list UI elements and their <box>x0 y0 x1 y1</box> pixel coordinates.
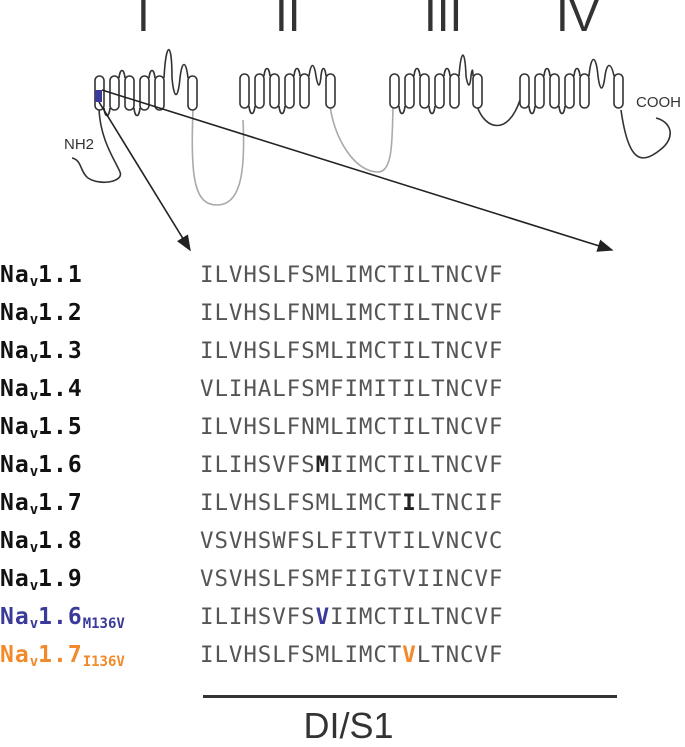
sequence: ILVHSLFNMLIMCTILTNCVF <box>200 414 504 440</box>
channel-name: Nav1.7I136V <box>0 642 125 670</box>
segment-bar <box>203 695 617 698</box>
alignment-row: Nav1.4 VLIHALFSMFIMITILTNCVF <box>0 376 685 416</box>
channel-name: Nav1.7 <box>0 490 83 518</box>
channel-name: Nav1.1 <box>0 262 83 290</box>
zoom-arrow-left <box>98 101 191 252</box>
sequence: ILVHSLFNMLIMCTILTNCVF <box>200 300 504 326</box>
c-terminus-label: COOH <box>636 94 681 111</box>
channel-name: Nav1.4 <box>0 376 83 404</box>
channel-name: Nav1.8 <box>0 528 83 556</box>
alignment-row-variant-blue: Nav1.6M136V ILIHSVFSVIIMCTILTNCVF <box>0 604 685 644</box>
alignment-row: Nav1.1 ILVHSLFSMLIMCTILTNCVF <box>0 262 685 302</box>
alignment-row: Nav1.8 VSVHSWFSLFITVTILVNCVC <box>0 528 685 568</box>
linker-i-ii <box>191 109 245 206</box>
sequence: VLIHALFSMFIMITILTNCVF <box>200 376 504 402</box>
domain-label-ii: II <box>275 0 301 41</box>
channel-name: Nav1.3 <box>0 338 83 366</box>
channel-name: Nav1.6M136V <box>0 604 125 632</box>
channel-name: Nav1.5 <box>0 414 83 442</box>
s1-marker <box>95 90 102 102</box>
sequence: ILVHSLFSMLIMCTILTNCIF <box>200 490 504 516</box>
channel-topology-diagram <box>71 48 671 252</box>
alignment-row: Nav1.7 ILVHSLFSMLIMCTILTNCIF <box>0 490 685 530</box>
domain-label-iii: III <box>424 0 463 41</box>
alignment-row: Nav1.3 ILVHSLFSMLIMCTILTNCVF <box>0 338 685 378</box>
linker-iii-iv <box>476 99 521 127</box>
domain-label-i: I <box>137 0 150 41</box>
sequence: ILVHSLFSMLIMCTVLTNCVF <box>200 642 504 668</box>
domain-iii-segments <box>389 54 483 115</box>
alignment-row: Nav1.2 ILVHSLFNMLIMCTILTNCVF <box>0 300 685 340</box>
domain-ii-segments <box>239 64 336 115</box>
linker-ii-iii <box>329 105 394 173</box>
channel-name: Nav1.9 <box>0 566 83 594</box>
domain-iv-segments <box>519 58 624 115</box>
n-terminus-label: NH2 <box>64 136 95 153</box>
highlighted-residue: I <box>402 490 417 516</box>
sequence: ILVHSLFSMLIMCTILTNCVF <box>200 262 504 288</box>
alignment-row: Nav1.6 ILIHSVFSMIIMCTILTNCVF <box>0 452 685 492</box>
alignment-row: Nav1.5 ILVHSLFNMLIMCTILTNCVF <box>0 414 685 454</box>
sequence: ILVHSLFSMLIMCTILTNCVF <box>200 338 504 364</box>
sequence: VSVHSLFSMFIIGTVIINCVF <box>200 566 504 592</box>
channel-name: Nav1.2 <box>0 300 83 328</box>
sequence: ILIHSVFSMIIMCTILTNCVF <box>200 452 504 478</box>
c-terminus <box>620 109 671 159</box>
highlighted-residue: M <box>315 452 331 478</box>
domain-i-segments <box>94 48 198 117</box>
channel-name: Nav1.6 <box>0 452 83 480</box>
segment-label: DI/S1 <box>303 705 394 746</box>
sequence: ILIHSVFSVIIMCTILTNCVF <box>200 604 504 630</box>
n-terminus <box>71 107 122 184</box>
alignment-row-variant-orange: Nav1.7I136V ILVHSLFSMLIMCTVLTNCVF <box>0 642 685 682</box>
highlighted-residue: V <box>315 604 331 630</box>
domain-label-iv: IV <box>556 0 600 41</box>
alignment-row: Nav1.9 VSVHSLFSMFIIGTVIINCVF <box>0 566 685 606</box>
zoom-arrow-right <box>101 89 614 252</box>
sequence: VSVHSWFSLFITVTILVNCVC <box>200 528 504 554</box>
highlighted-residue: V <box>402 642 417 668</box>
